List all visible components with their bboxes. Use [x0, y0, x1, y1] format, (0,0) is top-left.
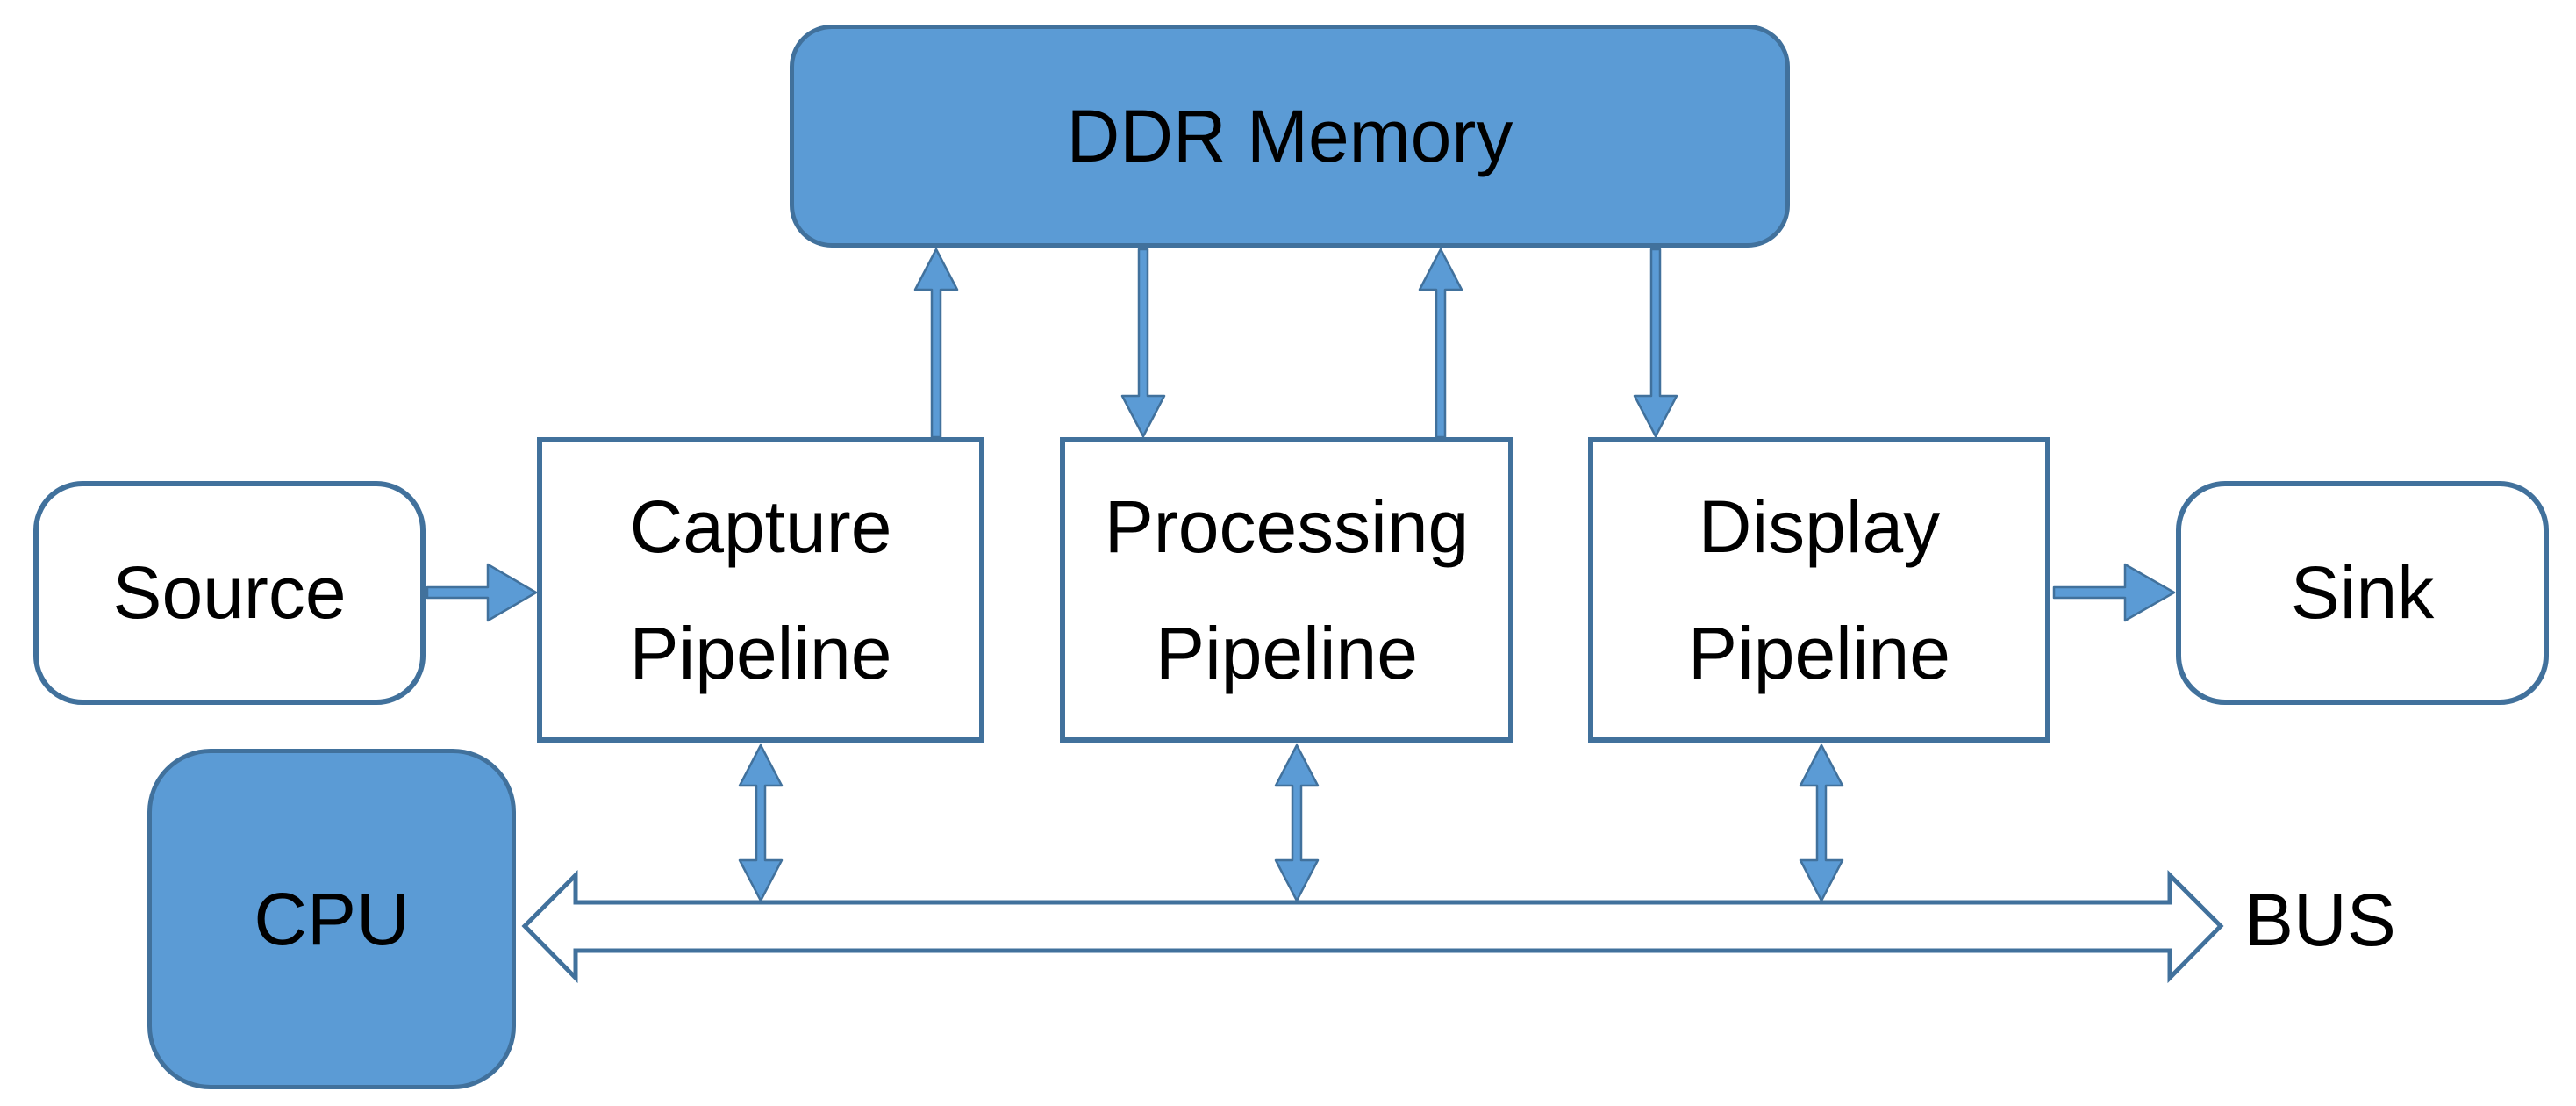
arrow-capture-to-ddr-icon: [913, 248, 959, 439]
node-sink: Sink: [2176, 481, 2549, 705]
node-ddr-memory: DDR Memory: [790, 25, 1790, 248]
node-processing-pipeline: Processing Pipeline: [1060, 437, 1513, 743]
arrow-display-to-sink-icon: [2052, 563, 2176, 622]
arrow-processing-to-ddr-icon: [1418, 248, 1463, 439]
node-sink-label: Sink: [2290, 551, 2435, 635]
node-processing-pipeline-label-line1: Processing: [1104, 485, 1470, 568]
node-ddr-memory-label: DDR Memory: [1066, 94, 1513, 177]
arrow-processing-bus-doublehead-icon: [1274, 743, 1320, 902]
node-capture-pipeline-label-line1: Capture: [629, 485, 892, 568]
arrow-ddr-to-display-icon: [1633, 248, 1678, 438]
node-display-pipeline: Display Pipeline: [1588, 437, 2050, 743]
node-cpu-label: CPU: [254, 877, 410, 960]
node-processing-pipeline-label-line2: Pipeline: [1156, 612, 1418, 694]
bus-label: BUS: [2244, 879, 2396, 961]
node-display-pipeline-label-line1: Display: [1698, 485, 1941, 568]
node-source-label: Source: [112, 551, 347, 635]
node-capture-pipeline-label-line2: Pipeline: [629, 612, 892, 694]
bus-double-arrow-icon: [521, 869, 2224, 984]
node-cpu: CPU: [147, 749, 516, 1089]
arrow-display-bus-doublehead-icon: [1799, 743, 1844, 902]
node-source: Source: [33, 481, 426, 705]
node-display-pipeline-label-line2: Pipeline: [1688, 612, 1950, 694]
node-capture-pipeline: Capture Pipeline: [537, 437, 984, 743]
arrow-source-to-capture-icon: [426, 563, 538, 622]
arrow-ddr-to-processing-icon: [1120, 248, 1166, 438]
arrow-capture-bus-doublehead-icon: [738, 743, 784, 902]
